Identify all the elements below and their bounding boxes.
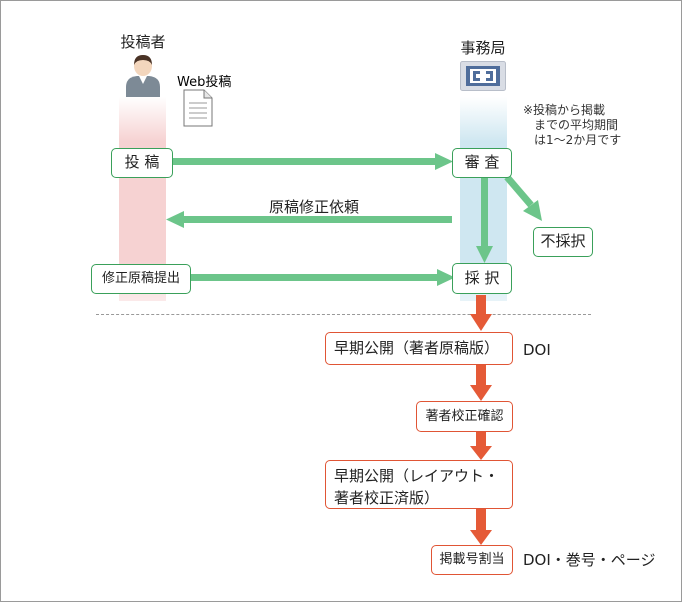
arrow-review-to-accept bbox=[476, 178, 493, 263]
revised-submit-box: 修正原稿提出 bbox=[91, 264, 191, 294]
arrow-submit-to-review bbox=[173, 153, 453, 170]
submit-box: 投 稿 bbox=[111, 148, 173, 178]
arrow-revised-to-accept bbox=[191, 269, 455, 286]
arrow-early-pub-to-proof bbox=[470, 365, 492, 401]
office-logo-icon bbox=[460, 61, 506, 91]
arrow-layout-to-assign bbox=[470, 509, 492, 545]
arrow-review-to-reject bbox=[504, 174, 542, 221]
arrow-revision-request bbox=[166, 211, 452, 228]
web-submission-label: Web投稿 bbox=[177, 75, 232, 90]
note-line: は1〜2か月です bbox=[534, 133, 622, 147]
early-pub-layout-box: 早期公開（レイアウト・ 著者校正済版） bbox=[325, 460, 513, 509]
arrow-accept-to-early-pub bbox=[470, 295, 492, 331]
phase-divider bbox=[96, 314, 591, 315]
note-line: ※投稿から掲載 bbox=[523, 103, 606, 117]
accept-box: 採 択 bbox=[452, 263, 512, 294]
early-pub-author-box: 早期公開（著者原稿版） bbox=[325, 332, 513, 365]
reject-box: 不採択 bbox=[533, 227, 593, 257]
doi-issue-page-label: DOI・巻号・ページ bbox=[523, 551, 656, 569]
revision-request-label: 原稿修正依頼 bbox=[269, 198, 360, 216]
review-box: 審 査 bbox=[452, 148, 512, 178]
author-actor-label: 投稿者 bbox=[120, 33, 166, 51]
document-icon bbox=[183, 89, 213, 127]
office-actor-label: 事務局 bbox=[460, 39, 506, 57]
early-pub-layout-line2: 著者校正済版） bbox=[334, 489, 440, 507]
person-icon bbox=[126, 55, 160, 97]
arrow-proof-to-layout bbox=[470, 432, 492, 460]
author-proof-box: 著者校正確認 bbox=[416, 401, 513, 432]
early-pub-layout-line1: 早期公開（レイアウト・ bbox=[334, 467, 500, 485]
issue-assignment-box: 掲載号割当 bbox=[431, 545, 513, 575]
doi-label: DOI bbox=[523, 341, 551, 359]
note-line: までの平均期間 bbox=[534, 118, 619, 132]
duration-note: ※投稿から掲載 までの平均期間 は1〜2か月です bbox=[523, 103, 653, 148]
